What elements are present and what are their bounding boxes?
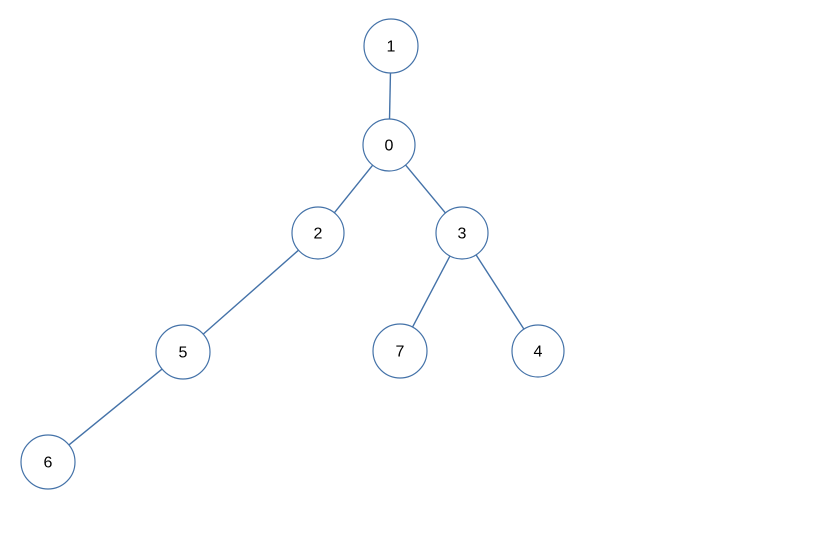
node-circle-1[interactable]	[363, 18, 419, 74]
graph-node-3[interactable]: 3	[435, 206, 489, 260]
graph-node-2[interactable]: 2	[291, 206, 345, 260]
node-circle-7[interactable]	[372, 323, 428, 379]
node-circle-0[interactable]	[362, 118, 416, 172]
graph-edge-3-4	[475, 254, 525, 330]
node-label-1: 1	[387, 39, 396, 56]
node-circle-3[interactable]	[435, 206, 489, 260]
graph-edge-3-7	[411, 255, 451, 328]
node-circle-5[interactable]	[155, 324, 211, 380]
graph-edge-5-6	[68, 368, 163, 446]
node-circle-2[interactable]	[291, 206, 345, 260]
graph-node-1[interactable]: 1	[363, 18, 419, 74]
node-label-6: 6	[44, 455, 53, 472]
node-label-4: 4	[534, 344, 543, 361]
graph-node-6[interactable]: 6	[20, 434, 76, 490]
graph-node-4[interactable]: 4	[511, 324, 565, 378]
graph-node-5[interactable]: 5	[155, 324, 211, 380]
node-label-0: 0	[385, 138, 394, 155]
graph-edge-0-3	[405, 164, 446, 214]
graph-node-7[interactable]: 7	[372, 323, 428, 379]
node-label-7: 7	[396, 344, 405, 361]
node-circle-6[interactable]	[20, 434, 76, 490]
graph-edge-1-0	[388, 72, 392, 120]
node-circle-4[interactable]	[511, 324, 565, 378]
graph-node-0[interactable]: 0	[362, 118, 416, 172]
node-label-3: 3	[458, 226, 467, 243]
graph-edge-0-2	[333, 164, 374, 214]
node-label-2: 2	[314, 226, 323, 243]
edge-layer	[68, 72, 525, 446]
node-label-5: 5	[179, 345, 188, 362]
graph-edge-2-5	[202, 249, 299, 335]
node-layer: 1 0 2 3 5 7 4 6	[20, 18, 565, 490]
